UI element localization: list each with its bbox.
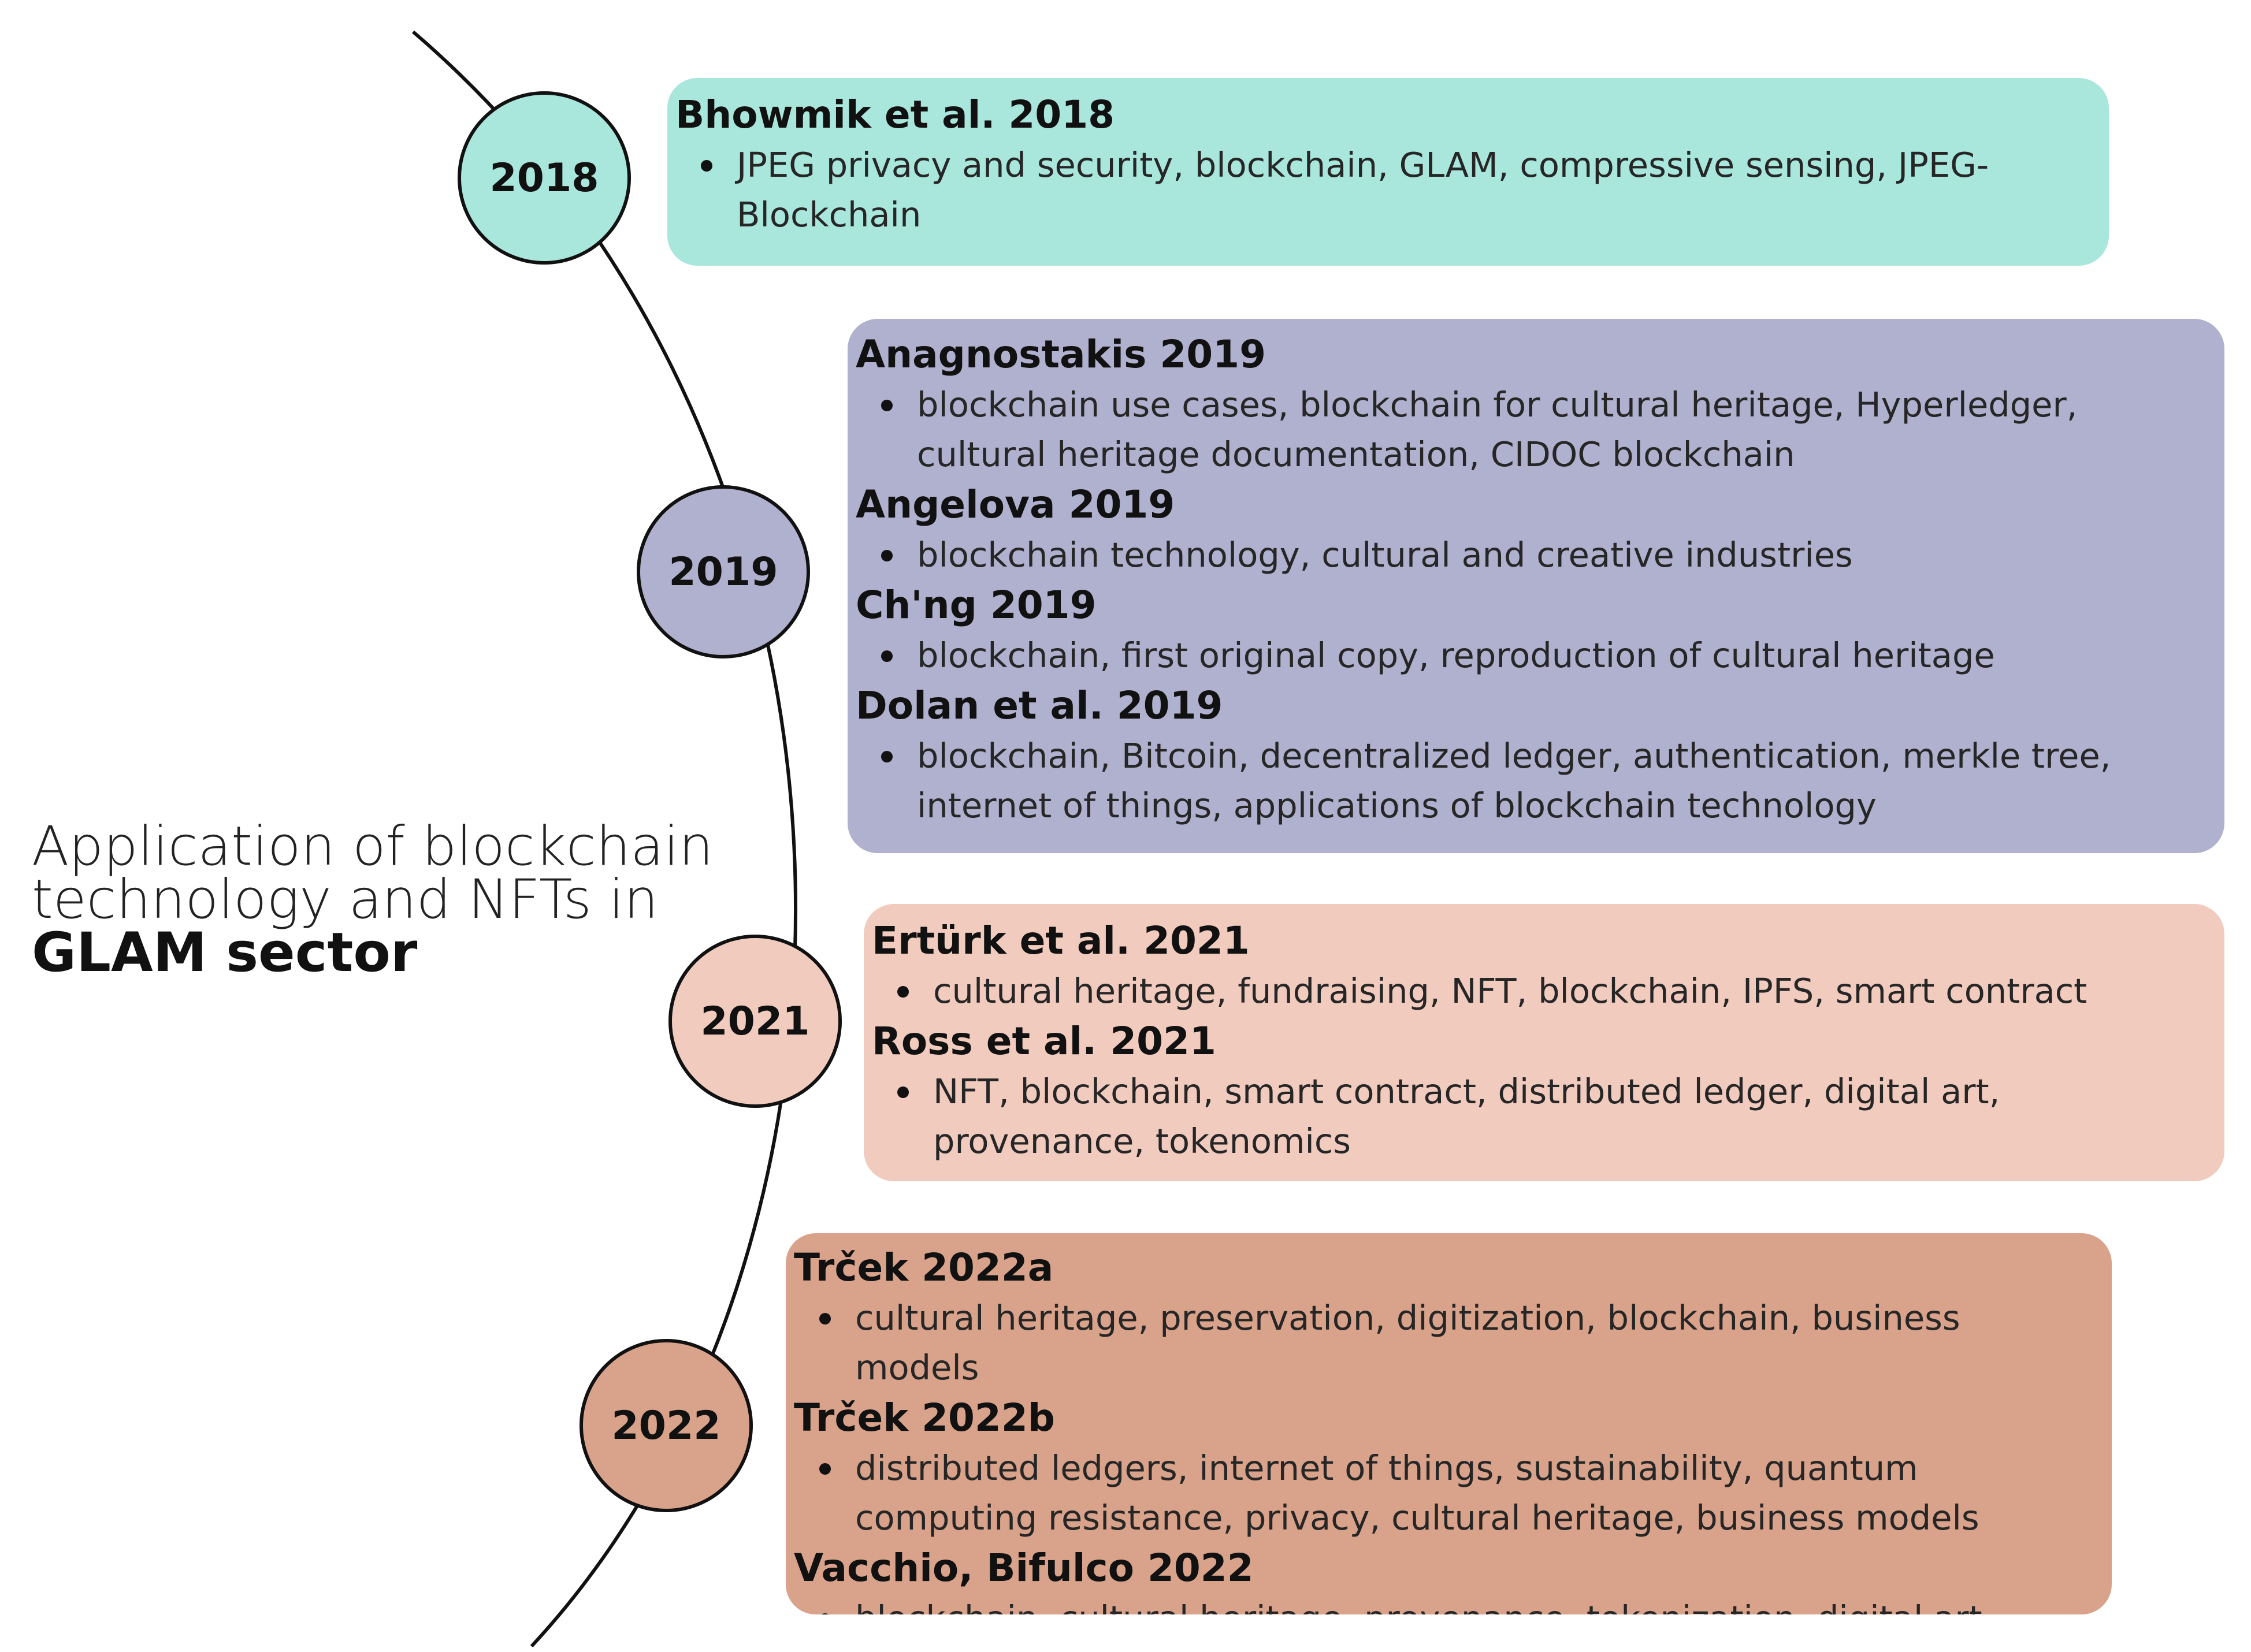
entry-title: Bhowmik et al. 2018: [675, 92, 1115, 137]
entry-keywords: NFT, blockchain, smart contract, distrib…: [897, 1067, 2204, 1166]
year-node-2018: 2018: [458, 91, 631, 265]
year-node-label: 2018: [489, 155, 599, 201]
entry-keywords-list: blockchain, Bitcoin, decentralized ledge…: [856, 731, 2204, 831]
year-node-label: 2021: [700, 998, 810, 1044]
year-box-2018: Bhowmik et al. 2018 JPEG privacy and sec…: [667, 78, 2109, 266]
year-node-label: 2019: [668, 549, 778, 595]
entry-keywords-list: cultural heritage, fundraising, NFT, blo…: [872, 966, 2204, 1016]
entry-keywords: cultural heritage, fundraising, NFT, blo…: [897, 966, 2204, 1016]
title-line-1: Application of blockchain: [32, 815, 714, 878]
diagram-title: Application of blockchain technology and…: [32, 820, 714, 980]
entry-title: Trček 2022b: [794, 1396, 1056, 1440]
entry-keywords-list: distributed ledgers, internet of things,…: [794, 1443, 2091, 1543]
entry-keywords: blockchain use cases, blockchain for cul…: [881, 380, 2204, 479]
entry-title: Vacchio, Bifulco 2022: [794, 1546, 1254, 1590]
entry-title: Angelova 2019: [856, 482, 1175, 527]
entry-keywords: blockchain, Bitcoin, decentralized ledge…: [881, 731, 2204, 831]
entry-keywords: cultural heritage, preservation, digitiz…: [819, 1293, 2091, 1393]
entry-keywords-list: NFT, blockchain, smart contract, distrib…: [872, 1067, 2204, 1166]
year-node-2022: 2022: [580, 1339, 753, 1512]
entry-keywords-list: blockchain technology, cultural and crea…: [856, 530, 2204, 580]
year-node-2019: 2019: [637, 485, 810, 658]
year-node-label: 2022: [611, 1402, 721, 1449]
entry-keywords: blockchain technology, cultural and crea…: [881, 530, 2204, 580]
year-node-2021: 2021: [668, 935, 842, 1108]
entry-keywords-list: blockchain, first original copy, reprodu…: [856, 631, 2204, 680]
entry-title: Ch'ng 2019: [856, 583, 1097, 627]
year-box-2019: Anagnostakis 2019 blockchain use cases, …: [848, 319, 2224, 853]
entry-keywords: blockchain, first original copy, reprodu…: [881, 631, 2204, 680]
entry-keywords-list: blockchain, cultural heritage, provenanc…: [794, 1594, 2091, 1614]
entry-title: Ertürk et al. 2021: [872, 918, 1250, 963]
entry-keywords: JPEG privacy and security, blockchain, G…: [701, 140, 2088, 240]
entry-keywords-list: cultural heritage, preservation, digitiz…: [794, 1293, 2091, 1393]
entry-keywords-list: blockchain use cases, blockchain for cul…: [856, 380, 2204, 479]
entry-title: Trček 2022a: [794, 1245, 1054, 1290]
entry-keywords: distributed ledgers, internet of things,…: [819, 1443, 2091, 1543]
year-box-2022: Trček 2022a cultural heritage, preservat…: [786, 1233, 2112, 1614]
title-line-2: technology and NFTs in: [32, 868, 659, 931]
entry-title: Anagnostakis 2019: [856, 332, 1266, 377]
entry-title: Ross et al. 2021: [872, 1019, 1216, 1063]
entry-title: Dolan et al. 2019: [856, 683, 1223, 728]
entry-keywords: blockchain, cultural heritage, provenanc…: [819, 1594, 2091, 1614]
year-box-2021: Ertürk et al. 2021 cultural heritage, fu…: [864, 904, 2224, 1181]
entry-keywords-list: JPEG privacy and security, blockchain, G…: [675, 140, 2088, 240]
title-line-3: GLAM sector: [32, 921, 418, 984]
